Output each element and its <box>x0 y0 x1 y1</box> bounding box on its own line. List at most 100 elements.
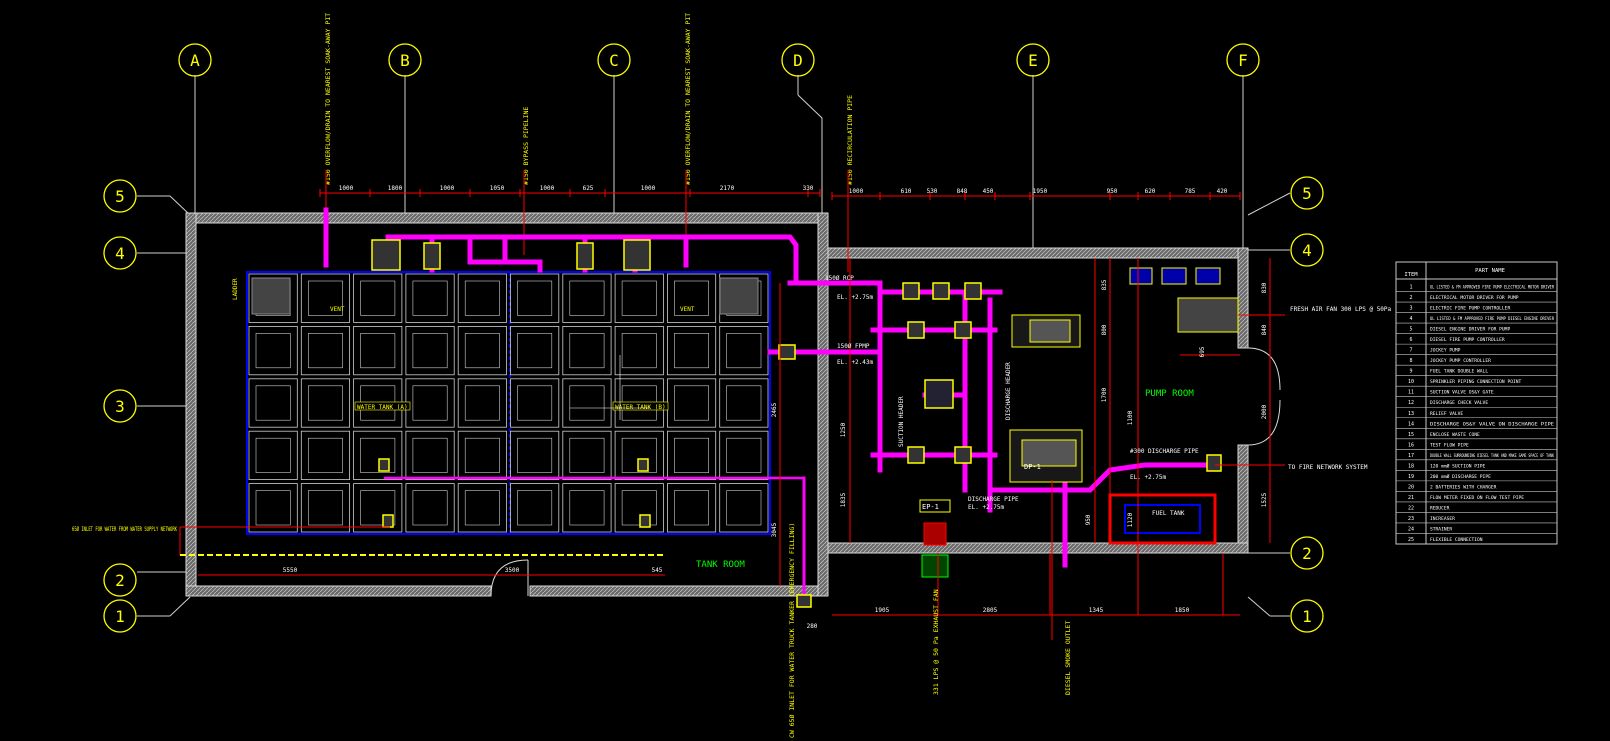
legend-item-name: FUEL TANK DOUBLE WALL <box>1430 369 1488 375</box>
tank-room-label: TANK ROOM <box>696 560 745 570</box>
dim-bottom-right: 2805 <box>983 607 998 614</box>
dim-vertical: 950 <box>1085 514 1092 525</box>
grid-col-a: A <box>190 51 200 70</box>
legend-item-number: 16 <box>1408 442 1414 448</box>
legend-item-name: ENCLOSE WASTE CONE <box>1430 432 1480 438</box>
vent-label-right: VENT <box>680 306 695 313</box>
manhole-right <box>719 277 759 315</box>
grid-row-1-left: 1 <box>115 607 125 626</box>
grid-bubble-labels: A B C D E F 5 4 3 2 1 5 4 2 1 <box>115 51 1312 626</box>
legend-item-number: 8 <box>1409 358 1412 364</box>
legend-item-number: 4 <box>1409 316 1412 322</box>
water-inlet-label: 65Ø INLET FOR WATER FROM WATER SUPPLY NE… <box>72 526 177 533</box>
legend-item-number: 13 <box>1408 411 1414 417</box>
legend-item-number: 7 <box>1409 348 1412 354</box>
grid-col-d: D <box>793 51 803 70</box>
legend-item-number: 6 <box>1409 337 1412 343</box>
legend-item-name: JOCKEY PUMP <box>1430 348 1461 354</box>
dim-vertical: 2000 <box>1261 404 1268 419</box>
dim-vertical: 830 <box>1261 282 1268 293</box>
legend-item-number: 9 <box>1409 369 1412 375</box>
dim-top-left: 1000 <box>540 185 555 192</box>
dim-top-left: 1000 <box>339 185 354 192</box>
grid-row-4-left: 4 <box>115 244 125 263</box>
dim-top-right: 620 <box>1145 188 1156 195</box>
dim-vertical: 1700 <box>1101 387 1108 402</box>
dim-bottom-left: 3500 <box>505 567 520 574</box>
dim-bottom-left: 545 <box>652 567 663 574</box>
overflow-label-2: #150 OVERFLOW/DRAIN TO NEAREST SOAK-AWAY… <box>684 13 692 185</box>
legend-item-number: 11 <box>1408 390 1414 396</box>
legend-header-name: PART NAME <box>1475 268 1505 274</box>
dim-bottom-left: 5550 <box>283 567 298 574</box>
elevation-300: EL. +2.75m <box>1130 474 1167 481</box>
legend-item-name: ELECTRIC FIRE PUMP CONTROLLER <box>1430 306 1510 312</box>
vent-label-left: VENT <box>330 306 345 313</box>
legend-item-number: 23 <box>1408 516 1414 522</box>
legend-item-number: 5 <box>1409 327 1412 333</box>
elevation-rcp: EL. +2.75m <box>837 294 874 301</box>
legend-item-name: STRAINER <box>1430 526 1452 532</box>
dim-bottom-right: 1345 <box>1089 607 1104 614</box>
legend-item-name: FLEXIBLE CONNECTION <box>1430 537 1483 543</box>
legend-item-name: TEST FLOW PIPE <box>1430 442 1469 448</box>
dim-top-left: 330 <box>803 185 814 192</box>
legend-item-number: 20 <box>1408 484 1414 490</box>
suction-header-label: SUCTION HEADER <box>898 396 905 447</box>
dim-top-right: 610 <box>901 188 912 195</box>
grid-row-4-right: 4 <box>1302 241 1312 260</box>
tank-a-label: WATER TANK (A) <box>357 404 408 411</box>
to-fire-network-label: TO FIRE NETWORK SYSTEM <box>1288 464 1368 471</box>
grid-col-b: B <box>400 51 410 70</box>
pump-room-label: PUMP ROOM <box>1145 389 1194 399</box>
legend-item-name: DISCHARGE CHECK VALVE <box>1430 400 1488 406</box>
legend-item-number: 17 <box>1408 453 1414 459</box>
legend-item-number: 22 <box>1408 505 1414 511</box>
dim-vertical: 835 <box>1101 279 1108 290</box>
legend-item-number: 3 <box>1409 306 1412 312</box>
dim-top-right: 420 <box>1217 188 1228 195</box>
legend-item-name: REDUCER <box>1430 505 1450 511</box>
discharge-pipe-300-label: #300 DISCHARGE PIPE <box>1130 448 1199 455</box>
grid-row-5-left: 5 <box>115 187 125 206</box>
dim-vertical: 840 <box>1261 324 1268 335</box>
tanker-inlet-label: CW 65Ø INLET FOR WATER TRUCK TANKER (EME… <box>788 523 796 738</box>
legend-item-number: 14 <box>1408 421 1414 427</box>
legend-item-number: 18 <box>1408 463 1414 469</box>
dim-vertical: 2465 <box>771 402 778 417</box>
dim-top-right: 450 <box>983 188 994 195</box>
legend-item-number: 24 <box>1408 526 1414 532</box>
dim-bottom-right: 1850 <box>1175 607 1190 614</box>
fresh-air-fan-label: FRESH AIR FAN 300 LPS @ 50Pa <box>1290 306 1392 313</box>
legend-item-number: 10 <box>1408 379 1414 385</box>
dim-top-right: 950 <box>1107 188 1118 195</box>
legend-item-name: UL LISTED & FM APPROVED FIRE PUMP DIESEL… <box>1430 316 1554 322</box>
grid-row-2-left: 2 <box>115 571 125 590</box>
dim-top-left: 1000 <box>440 185 455 192</box>
manhole-left <box>251 277 291 315</box>
dim-vertical: 1120 <box>1127 512 1134 527</box>
legend-item-number: 2 <box>1409 295 1412 301</box>
grid-row-5-right: 5 <box>1302 184 1312 203</box>
recirculation-label: #150 RECIRCULATION PIPE <box>846 95 854 185</box>
legend-item-name: 200 mmØ DISCHARGE PIPE <box>1430 473 1491 480</box>
legend-header-item: ITEM <box>1404 272 1418 278</box>
pipe-150-rcp: 150Ø RCP <box>825 275 854 282</box>
pump-room-dimensions <box>179 258 1285 640</box>
legend-item-number: 19 <box>1408 474 1414 480</box>
legend-item-name: RELIEF VALVE <box>1430 411 1463 417</box>
dim-top-left: 2170 <box>720 185 735 192</box>
legend-item-number: 25 <box>1408 537 1414 543</box>
legend-item-name: DISCHARGE OS&Y VALVE ON DISCHARGE PIPE <box>1430 421 1554 427</box>
grid-col-f: F <box>1238 51 1248 70</box>
grid-row-1-right: 1 <box>1302 607 1312 626</box>
dim-vertical: 3045 <box>771 522 778 537</box>
legend-item-name: 2 BATTERIES WITH CHARGER <box>1430 484 1497 490</box>
elevation-fpmp: EL. +2.43m <box>837 359 874 366</box>
pipe-150-fpmp: 150Ø FPMP <box>837 343 870 350</box>
legend-item-name: ELECTRICAL MOTOR DRIVER FOR PUMP <box>1430 295 1519 301</box>
grid-row-2-right: 2 <box>1302 544 1312 563</box>
discharge-header-label: DISCHARGE HEADER <box>1005 362 1012 420</box>
legend-item-name: SPRINKLER PIPING CONNECTION POINT <box>1430 379 1522 385</box>
dim-vertical: 1100 <box>1127 410 1134 425</box>
